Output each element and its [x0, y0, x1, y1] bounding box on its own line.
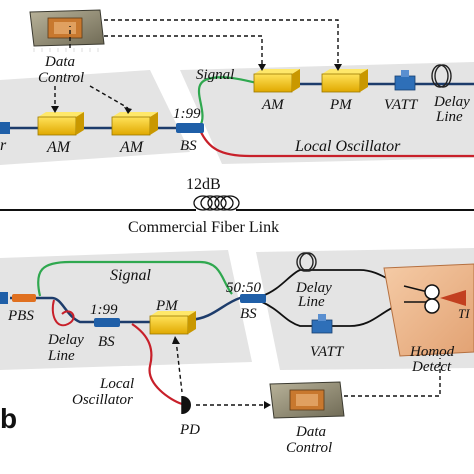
- pd-detector: [181, 396, 191, 414]
- top-am-modulator-right: [111, 112, 158, 136]
- top-arrow-am: [258, 64, 266, 71]
- top-lo-label: Local Oscillator: [294, 138, 401, 155]
- top-arrow-pm: [334, 64, 342, 71]
- top-vatt: [394, 70, 416, 91]
- bottom-pm-to-bs: [189, 296, 256, 322]
- fiber-link: [0, 195, 474, 211]
- bottom-bs-right-label: BS: [240, 306, 257, 322]
- top-edge-connector: [0, 122, 10, 134]
- top-left-platform: [0, 70, 190, 165]
- top-signal-label: Signal: [196, 67, 234, 83]
- fiber-spool-icon: [193, 195, 240, 211]
- top-delay-label-line1: Delay: [433, 94, 470, 110]
- bottom-data-control-line2: Control: [286, 440, 332, 456]
- top-arrow-am-right: [124, 107, 132, 114]
- top-bs-coupler: [176, 123, 204, 133]
- top-panel: [0, 9, 474, 165]
- top-am-left-label: AM: [46, 139, 72, 156]
- bottom-lo-line2: Oscillator: [72, 392, 133, 408]
- top-bs-label: BS: [180, 138, 197, 154]
- bottom-delay-line-coil: [296, 252, 317, 272]
- bottom-delay-right-line2: Line: [297, 294, 325, 310]
- bottom-lo-fiber: [131, 323, 183, 406]
- top-am-modulator: [253, 69, 300, 93]
- top-am-right-label: AM: [119, 139, 145, 156]
- top-arrow-am-left: [51, 106, 59, 113]
- top-pm-label: PM: [329, 97, 353, 113]
- bottom-homodyne-line2: Detect: [411, 359, 452, 375]
- top-control-lines: [54, 19, 339, 109]
- bottom-delay-left-line1: Delay: [47, 332, 84, 348]
- panel-letter-b: b: [0, 403, 17, 434]
- bottom-vatt: [311, 314, 333, 334]
- bottom-lo-line1: Local: [99, 376, 134, 392]
- top-am-label: AM: [261, 97, 285, 113]
- bottom-bs-coupler-left: [94, 318, 120, 327]
- bottom-arrow-chip: [264, 401, 271, 409]
- bottom-homodyne-line1: Homod: [409, 344, 455, 360]
- top-lo-fiber: [198, 129, 474, 158]
- bottom-arrow-pm: [172, 336, 180, 344]
- bottom-pd-label: PD: [179, 422, 200, 438]
- bottom-signal-fiber: [37, 260, 233, 297]
- bottom-lo-fiber-left: [51, 299, 75, 327]
- bottom-edge-connector: [0, 292, 8, 304]
- top-pm-modulator: [321, 69, 368, 93]
- bottom-pbs: [12, 294, 36, 302]
- bottom-pbs-label: PBS: [7, 308, 34, 324]
- homodyne-detector: [383, 263, 474, 357]
- bottom-left-platform: [0, 250, 252, 370]
- top-data-control-line1: Data: [44, 54, 75, 70]
- bottom-control-lines: [175, 339, 441, 406]
- bottom-ratio-5050: 50:50: [226, 280, 261, 296]
- bottom-bs-coupler-right: [240, 294, 266, 303]
- top-ratio-label: 1:99: [173, 106, 201, 122]
- bottom-vatt-label: VATT: [310, 344, 345, 360]
- top-vatt-label: VATT: [384, 97, 419, 113]
- top-data-control-line2: Control: [38, 70, 84, 86]
- bottom-delay-right-line1: Delay: [295, 280, 332, 296]
- bottom-delay-left-line2: Line: [47, 348, 75, 364]
- top-signal-fiber: [197, 76, 263, 127]
- link-attenuation: 12dB: [186, 176, 221, 193]
- bottom-data-control-chip: [269, 381, 345, 419]
- top-edge-label: r: [0, 137, 7, 154]
- bottom-panel: [0, 248, 474, 419]
- bottom-pm-label: PM: [155, 298, 179, 314]
- bottom-ratio-199: 1:99: [90, 302, 118, 318]
- top-data-control-chip: [29, 9, 105, 52]
- bottom-pm-modulator: [149, 311, 196, 335]
- bottom-ti-label: TI: [458, 306, 470, 321]
- top-delay-line-coil: [431, 64, 452, 88]
- top-delay-label-line2: Line: [435, 109, 463, 125]
- top-am-modulator-left: [37, 112, 84, 136]
- bottom-signal-label: Signal: [110, 267, 151, 284]
- bottom-main-fiber: [10, 296, 150, 324]
- bottom-data-control-line1: Data: [295, 424, 326, 440]
- bottom-bs-left-label: BS: [98, 334, 115, 350]
- link-caption: Commercial Fiber Link: [128, 219, 279, 236]
